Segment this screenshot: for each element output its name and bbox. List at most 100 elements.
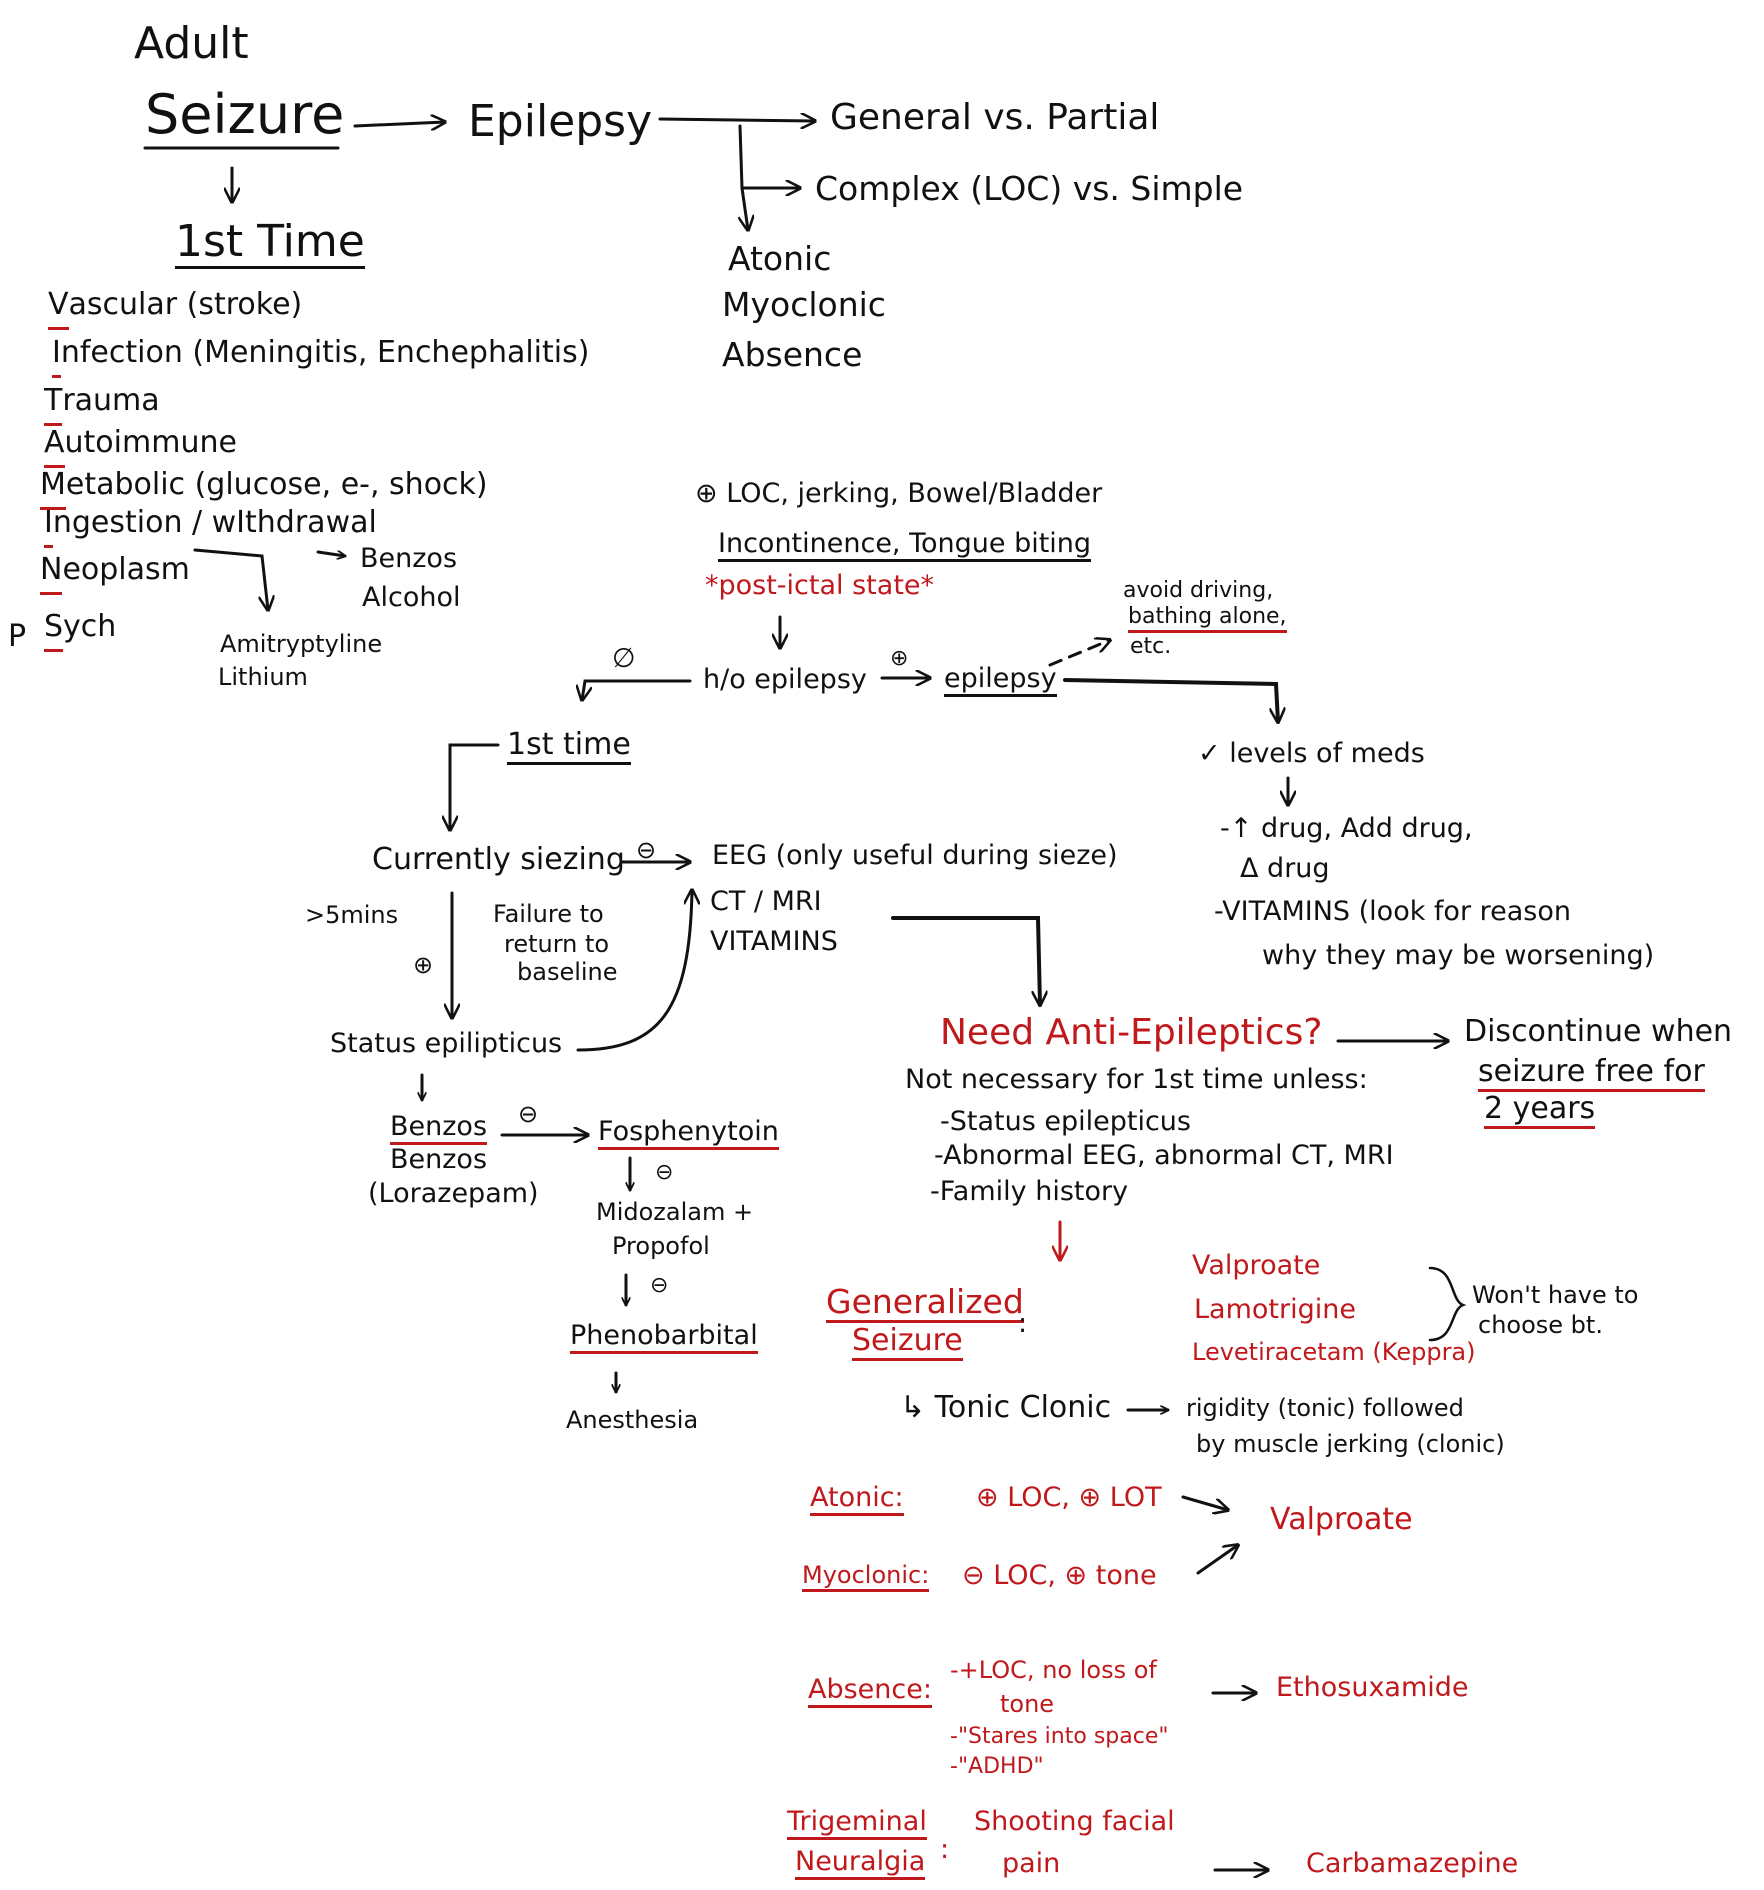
carbamazepine: Carbamazepine [1306,1848,1519,1879]
presentation-line-2: Incontinence, Tongue biting [718,530,1092,562]
need-anti-epileptics: Need Anti-Epileptics? [940,1012,1323,1053]
absence-desc-4: -"ADHD" [950,1754,1044,1779]
discontinue-line-3: 2 years [1484,1094,1596,1129]
eeg-note: EEG (only useful during sieze) [712,840,1118,871]
seizing-negative-sign: ⊖ [636,836,657,864]
precaution-etc: etc. [1130,634,1172,659]
arrow-to-complex-simple [738,124,800,188]
fosphenytoin: Fosphenytoin [598,1118,779,1150]
myoclonic-label: Myoclonic: [802,1563,930,1592]
brace-generalized-drugs [1428,1266,1467,1342]
mnemonic-letter: T [44,383,63,426]
benzos-first: Benzos [390,1113,488,1145]
status-epilepticus: Status epilipticus [330,1028,563,1059]
myoclonic-description: ⊖ LOC, ⊕ tone [962,1560,1157,1591]
ethosuximide: Ethosuxamide [1276,1672,1469,1703]
wont-choose-line-2: choose bt. [1478,1311,1603,1339]
mnemonic-letter: S [44,609,64,652]
absence-desc-3: -"Stares into space" [950,1724,1169,1749]
arrow-epilepsy-to-levels [1063,678,1278,722]
mnemonic-letter: I [44,505,53,548]
generalized-colon: : [1018,1308,1028,1339]
drug-adjust-2: Δ drug [1240,853,1330,884]
arrow-epilepsy-to-precautions [1048,640,1110,667]
valproate-target: Valproate [1270,1502,1413,1537]
atonic-type: Atonic [728,239,832,278]
not-necessary-unless: Not necessary for 1st time unless: [905,1064,1368,1095]
history-positive-sign: ⊕ [890,646,909,671]
anesthesia: Anesthesia [566,1406,699,1434]
drug-levetiracetam: Levetiracetam (Keppra) [1192,1338,1476,1366]
drug-valproate: Valproate [1192,1250,1321,1281]
mnemonic-letter: V [48,287,69,330]
arrow-to-general-partial [658,119,815,121]
workup-vitamins: VITAMINS [710,926,838,957]
trigeminal-label-1: Trigeminal [787,1808,927,1840]
failure-line-3: baseline [517,958,618,986]
first-time-branch: 1st time [507,730,631,765]
history-negative-sign: ∅ [612,643,636,674]
adult-label: Adult [134,18,249,69]
tonic-clonic-desc-1: rigidity (tonic) followed [1186,1394,1464,1422]
history-of-epilepsy: h/o epilepsy [703,664,867,695]
trigeminal-label-2: Neuralgia [795,1848,926,1880]
absence-type: Absence [722,335,863,374]
complex-vs-simple: Complex (LOC) vs. Simple [815,169,1244,208]
precaution-driving: avoid driving, [1123,578,1274,603]
ingestion-amitriptyline: Amitryptyline [220,630,383,658]
myoclonic-type: Myoclonic [722,285,886,324]
vitamins-reason-1: -VITAMINS (look for reason [1214,896,1571,927]
arrow-to-atonic-list [742,186,748,230]
criteria-family-history: -Family history [930,1176,1129,1207]
first-time-title: 1st Time [175,216,365,269]
precaution-bathing: bathing alone, [1128,606,1287,633]
absence-desc-2: tone [1000,1690,1055,1718]
mnemonic-letter: N [40,552,63,595]
arrow-myoclonic-to-valproate [1196,1545,1238,1575]
ct-mri: CT / MRI [710,886,822,917]
generalized-label-2: Seizure [852,1326,963,1361]
benzos-second: Benzos [390,1144,488,1175]
trigeminal-colon: : [940,1834,950,1865]
propofol: Propofol [612,1232,710,1260]
known-epilepsy: epilepsy [944,665,1057,697]
lorazepam: (Lorazepam) [368,1178,539,1209]
absence-desc-1: -+LOC, no loss of [950,1656,1157,1684]
ingestion-lithium: Lithium [218,663,308,691]
generalized-label-1: Generalized [826,1282,1024,1323]
vitamins-reason-2: why they may be worsening) [1262,940,1655,971]
drug-lamotrigine: Lamotrigine [1194,1294,1356,1325]
fosphenytoin-negative-sign: ⊖ [655,1160,674,1185]
arrow-status-to-ct [576,890,692,1052]
arrow-history-to-first-time [582,679,692,700]
criteria-abnormal-tests: -Abnormal EEG, abnormal CT, MRI [934,1140,1394,1171]
atonic-label: Atonic: [810,1484,904,1516]
failure-line-2: return to [504,930,610,958]
failure-line-1: Failure to [493,900,604,928]
arrow-ingestion-to-amitriptyline [193,548,268,610]
mnemonic-letter: I [52,335,61,378]
phenobarbital: Phenobarbital [570,1322,758,1354]
discontinue-line-2: seizure free for [1478,1057,1705,1092]
midazolam: Midozalam + [596,1198,754,1226]
withdrawal-benzos: Benzos [360,543,458,574]
discontinue-line-1: Discontinue when [1464,1014,1733,1049]
status-positive-sign: ⊕ [413,951,434,979]
tonic-clonic: ↳ Tonic Clonic [900,1390,1112,1425]
midazolam-negative-sign: ⊖ [650,1273,669,1298]
arrow-first-time-to-currently-seizing [450,743,500,830]
mnemonic-letter: A [44,425,65,468]
psych-prefix: P [8,619,27,654]
mnemonic-letter: M [40,467,66,510]
benzos-negative-sign: ⊖ [518,1100,539,1128]
arrow-workup-to-anti-epileptics [891,916,1040,1007]
